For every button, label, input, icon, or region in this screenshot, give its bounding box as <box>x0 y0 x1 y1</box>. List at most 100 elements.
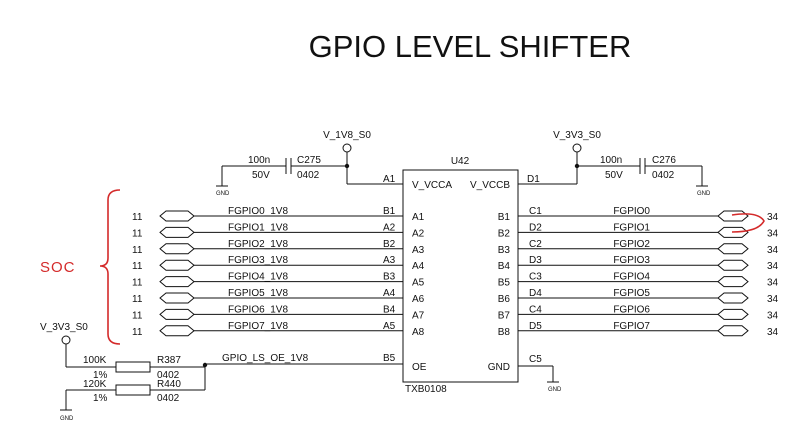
oe-network: V_3V3_S0 GND 100K 1% R387 0402 120K 1% R… <box>40 322 403 422</box>
page-ref-right: 34 <box>767 212 779 223</box>
offpage-connector-right <box>717 292 749 304</box>
net-label-left: FGPIO1_1V8 <box>228 222 288 233</box>
page-ref-left: 11 <box>132 310 143 321</box>
page-ref-left: 11 <box>132 327 143 338</box>
rail-1v8-port <box>342 143 352 153</box>
offpage-connector-left <box>159 210 195 222</box>
soc-label: SOC <box>40 259 76 276</box>
offpage-connector-left <box>159 243 195 255</box>
chip-pin-b: B8 <box>498 327 511 338</box>
chip-pin-b: B4 <box>498 261 511 272</box>
offpage-connector-left <box>159 226 195 238</box>
channel-row: 11 FGPIO1_1V8 A2 A2 B2 D2 FGPIO1 34 <box>132 222 779 239</box>
channel-row: 11 FGPIO6_1V8 B4 A7 B7 C4 FGPIO6 34 <box>132 304 779 321</box>
chip-refdes: U42 <box>451 156 470 167</box>
r387-ref: R387 <box>157 355 181 366</box>
ball-right: D2 <box>529 222 542 233</box>
r387-body <box>115 361 151 373</box>
ball-right: C3 <box>529 272 542 283</box>
page-ref-left: 11 <box>132 294 143 305</box>
channel-row: 11 FGPIO7_1V8 A5 A8 B8 D5 FGPIO7 34 <box>132 321 779 338</box>
ball-right: C1 <box>529 206 542 217</box>
chip-gnd-pin: GND <box>488 362 510 373</box>
gnd-label-c275: GND <box>216 191 230 197</box>
channel-row: 11 FGPIO3_1V8 A3 A4 B4 D3 FGPIO3 34 <box>132 255 779 272</box>
chip-pin-a: A7 <box>412 310 425 321</box>
offpage-connector-right <box>717 259 749 271</box>
channel-rows: 11 FGPIO0_1V8 B1 A1 B1 C1 FGPIO0 34 11 F… <box>132 206 779 338</box>
r440-ref: R440 <box>157 379 181 390</box>
vccb-supply: V_3V3_S0 D1 GND 100n 50V C276 0402 <box>518 130 711 197</box>
chip-u42: U42 TXB0108 V_VCCA V_VCCB OE GND <box>402 156 519 395</box>
chip-pin-b: B7 <box>498 310 511 321</box>
net-label-right: FGPIO1 <box>613 222 650 233</box>
net-label-right: FGPIO5 <box>613 288 650 299</box>
r440-value: 120K <box>83 379 107 390</box>
page-ref-right: 34 <box>767 294 779 305</box>
channel-row: 11 FGPIO5_1V8 A4 A6 B6 D4 FGPIO5 34 <box>132 288 779 305</box>
chip-pin-b: B6 <box>498 294 511 305</box>
c276-package: 0402 <box>652 170 675 181</box>
page-title: GPIO LEVEL SHIFTER <box>309 29 632 64</box>
offpage-connector-right <box>717 243 749 255</box>
ball-left: A5 <box>383 321 396 332</box>
offpage-connector-left <box>159 308 195 320</box>
net-label-left: FGPIO3_1V8 <box>228 255 288 266</box>
chip-pin-a: A6 <box>412 294 425 305</box>
ball-right: D4 <box>529 288 542 299</box>
c275-ref: C275 <box>297 155 321 166</box>
rail-label-1v8: V_1V8_S0 <box>323 130 371 141</box>
net-label-right: FGPIO6 <box>613 304 650 315</box>
offpage-connector-left <box>159 325 195 337</box>
channel-row: 11 FGPIO2_1V8 B2 A3 B3 C2 FGPIO2 34 <box>132 239 779 256</box>
chip-vccb-pin: V_VCCB <box>470 180 510 191</box>
soc-annotation: SOC <box>40 189 121 345</box>
chip-pin-a: A4 <box>412 261 425 272</box>
chip-pin-b: B1 <box>498 212 511 223</box>
net-label-right: FGPIO3 <box>613 255 650 266</box>
ball-right: C4 <box>529 304 542 315</box>
chip-pin-a: A3 <box>412 245 425 256</box>
net-label-left: FGPIO6_1V8 <box>228 304 288 315</box>
page-ref-left: 11 <box>132 212 143 223</box>
page-ref-right: 34 <box>767 261 779 272</box>
page-ref-right: 34 <box>767 278 779 289</box>
ball-right: C2 <box>529 239 542 250</box>
pullup-rail-port <box>61 335 71 345</box>
page-ref-left: 11 <box>132 261 143 272</box>
channel-row: 11 FGPIO0_1V8 B1 A1 B1 C1 FGPIO0 34 <box>132 206 779 223</box>
offpage-connector-right <box>717 276 749 288</box>
chip-vcca-pin: V_VCCA <box>412 180 452 191</box>
page-ref-right: 34 <box>767 228 779 239</box>
ball-left: A4 <box>383 288 396 299</box>
offpage-connector-right <box>717 308 749 320</box>
net-label-left: FGPIO0_1V8 <box>228 206 288 217</box>
page-ref-left: 11 <box>132 245 143 256</box>
gnd-label-r440: GND <box>60 416 74 422</box>
net-label-right: FGPIO4 <box>613 272 650 283</box>
page-ref-right: 34 <box>767 327 779 338</box>
soc-brace <box>99 189 121 345</box>
c276-value: 100n <box>600 155 622 166</box>
net-label-left: FGPIO5_1V8 <box>228 288 288 299</box>
net-label-right: FGPIO7 <box>613 321 650 332</box>
chip-pin-a: A5 <box>412 278 425 289</box>
ball-left: B1 <box>383 206 396 217</box>
vcca-ball: A1 <box>383 174 396 185</box>
page-ref-left: 11 <box>132 228 143 239</box>
pullup-rail-label: V_3V3_S0 <box>40 322 88 333</box>
highlight-arc <box>731 213 765 233</box>
chip-gnd-net: GND C5 <box>518 354 562 393</box>
r440-body <box>115 384 151 396</box>
c276-ref: C276 <box>652 155 676 166</box>
net-label-right: FGPIO0 <box>613 206 650 217</box>
c275-value: 100n <box>248 155 270 166</box>
net-label-left: FGPIO7_1V8 <box>228 321 288 332</box>
offpage-connector-right <box>717 325 749 337</box>
chip-part-number: TXB0108 <box>405 384 447 395</box>
ball-left: B2 <box>383 239 396 250</box>
page-ref-right: 34 <box>767 310 779 321</box>
r387-tolerance: 1% <box>93 370 108 381</box>
chip-pin-b: B5 <box>498 278 511 289</box>
